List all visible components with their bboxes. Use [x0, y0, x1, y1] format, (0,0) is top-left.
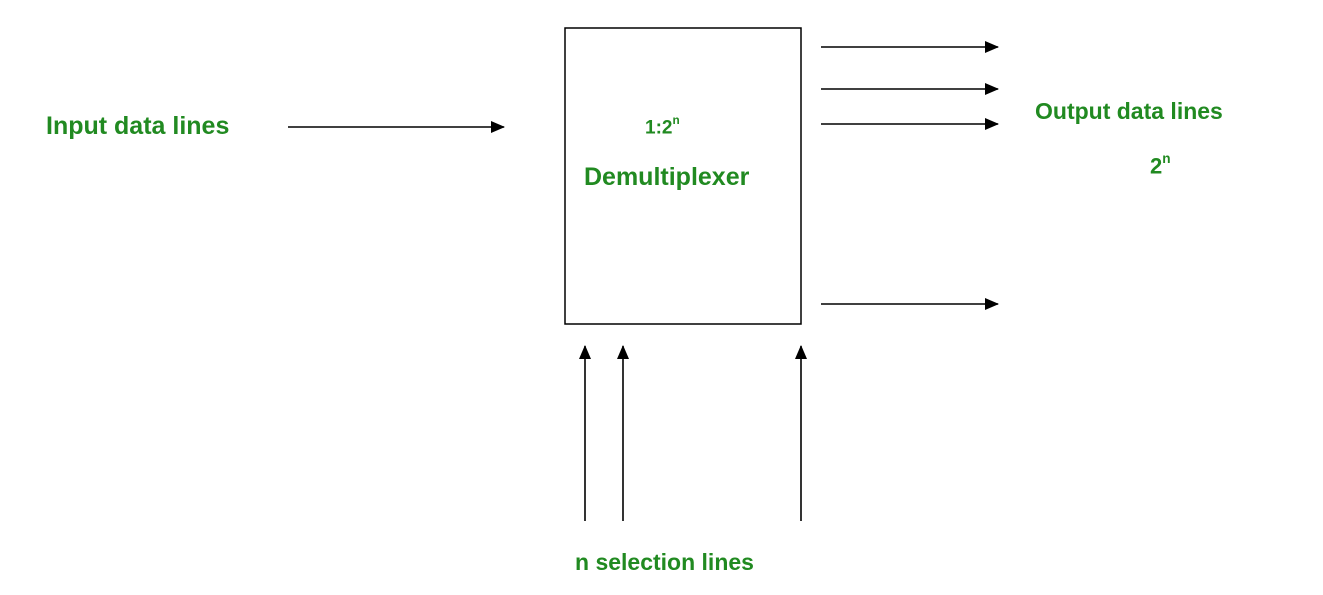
input-data-lines-label: Input data lines — [46, 112, 230, 140]
output-count-label: 2n — [1150, 150, 1171, 179]
output-count-base: 2 — [1150, 153, 1163, 179]
demultiplexer-block — [564, 27, 802, 325]
output-data-lines-label: Output data lines — [1035, 98, 1223, 124]
ratio-exponent: n — [672, 114, 680, 128]
ratio-label: 1:2n — [645, 114, 680, 139]
selection-lines-label: n selection lines — [575, 549, 754, 575]
ratio-base: 1:2 — [645, 117, 673, 139]
demultiplexer-label: Demultiplexer — [584, 163, 750, 191]
output-count-exponent: n — [1162, 150, 1171, 166]
